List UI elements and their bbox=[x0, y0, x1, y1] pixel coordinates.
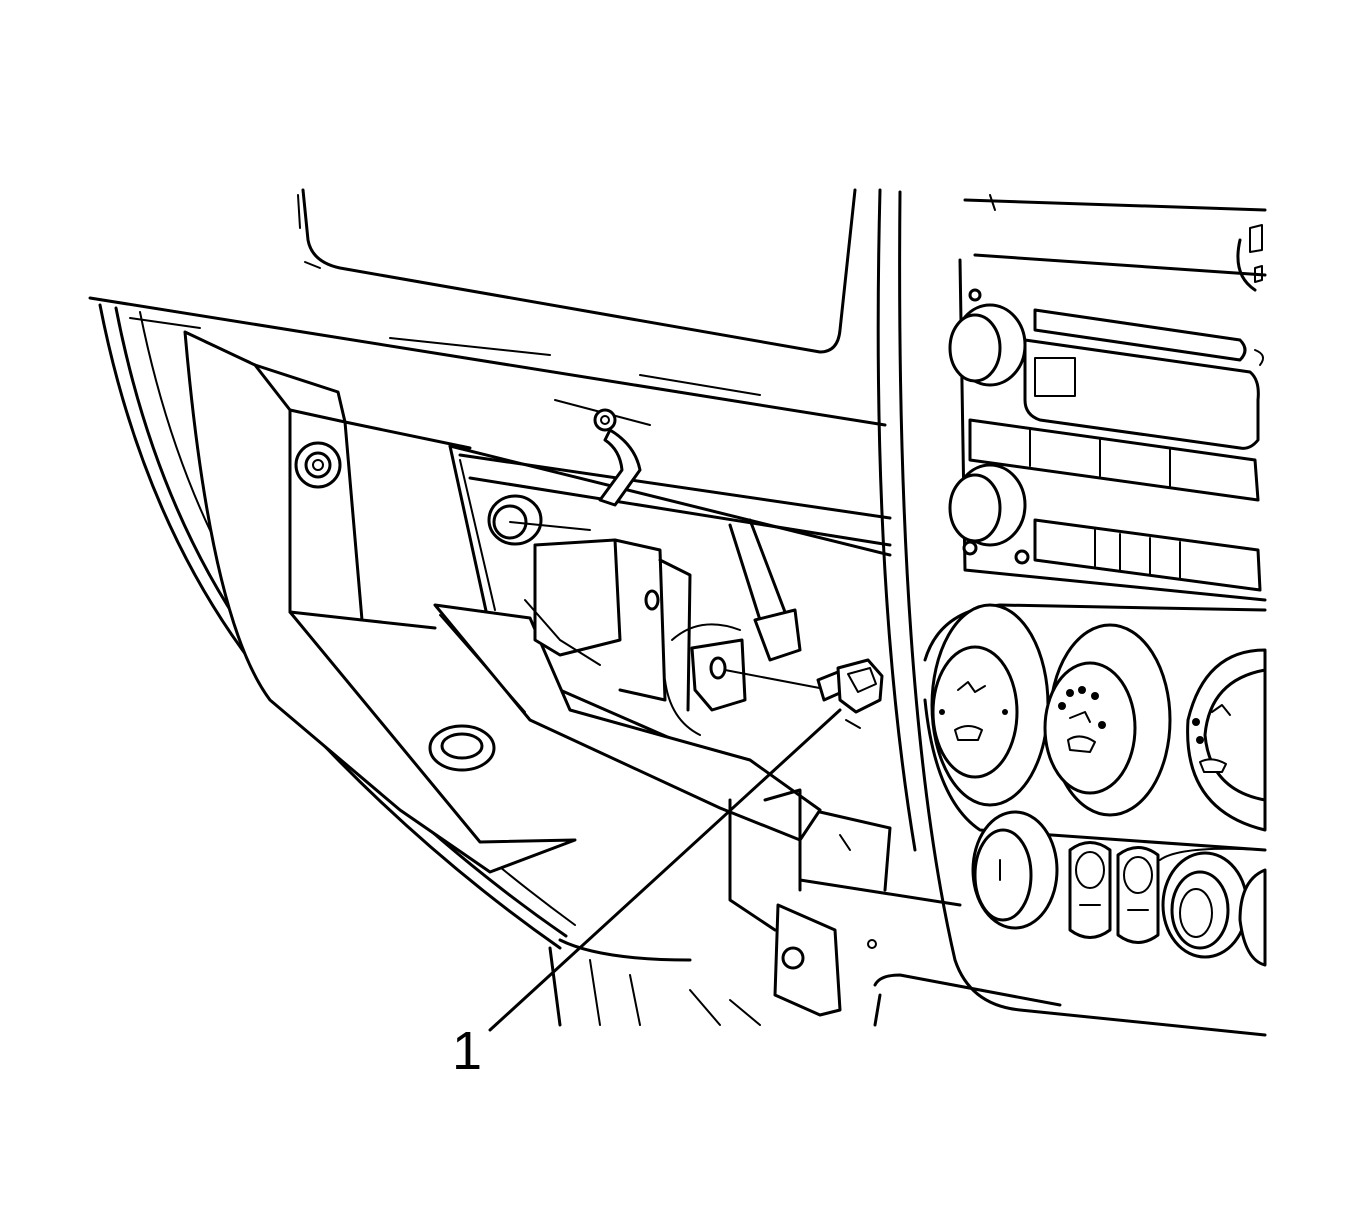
lower-vent-b bbox=[1159, 847, 1267, 967]
inner-round-fastener bbox=[487, 494, 591, 546]
upper-dash-opening bbox=[297, 188, 857, 354]
callout-leader-1 bbox=[488, 708, 842, 1032]
lower-button-b bbox=[1116, 846, 1160, 944]
callout-number-1: 1 bbox=[452, 1021, 483, 1081]
bolster-retainer-lower bbox=[428, 724, 496, 772]
lower-flange-strip bbox=[433, 603, 822, 842]
knee-bolster-trim bbox=[183, 330, 577, 874]
lower-round-knob bbox=[971, 810, 1059, 930]
hinge-strap bbox=[593, 408, 642, 507]
module-bracket bbox=[524, 538, 692, 712]
lower-support-brackets bbox=[558, 788, 1062, 1027]
radio-faceplate bbox=[958, 253, 1267, 602]
upper-vent-piece bbox=[1236, 224, 1263, 292]
air-duct-tube bbox=[728, 518, 802, 662]
mode-icon bbox=[1186, 648, 1267, 832]
center-stack-bezel bbox=[876, 188, 1267, 1037]
temperature-icon bbox=[1043, 623, 1172, 817]
fastener-bracket bbox=[664, 623, 747, 736]
glovebox-opening-frame bbox=[448, 444, 892, 762]
lower-vent-a bbox=[1161, 851, 1249, 959]
radio-volume-knob bbox=[948, 303, 1027, 387]
fastener-bolt bbox=[724, 658, 884, 729]
radio-tune-knob bbox=[948, 463, 1027, 547]
lower-button-a bbox=[1068, 841, 1112, 939]
fan-icon bbox=[930, 603, 1050, 807]
bolster-retainer-upper bbox=[294, 441, 342, 489]
